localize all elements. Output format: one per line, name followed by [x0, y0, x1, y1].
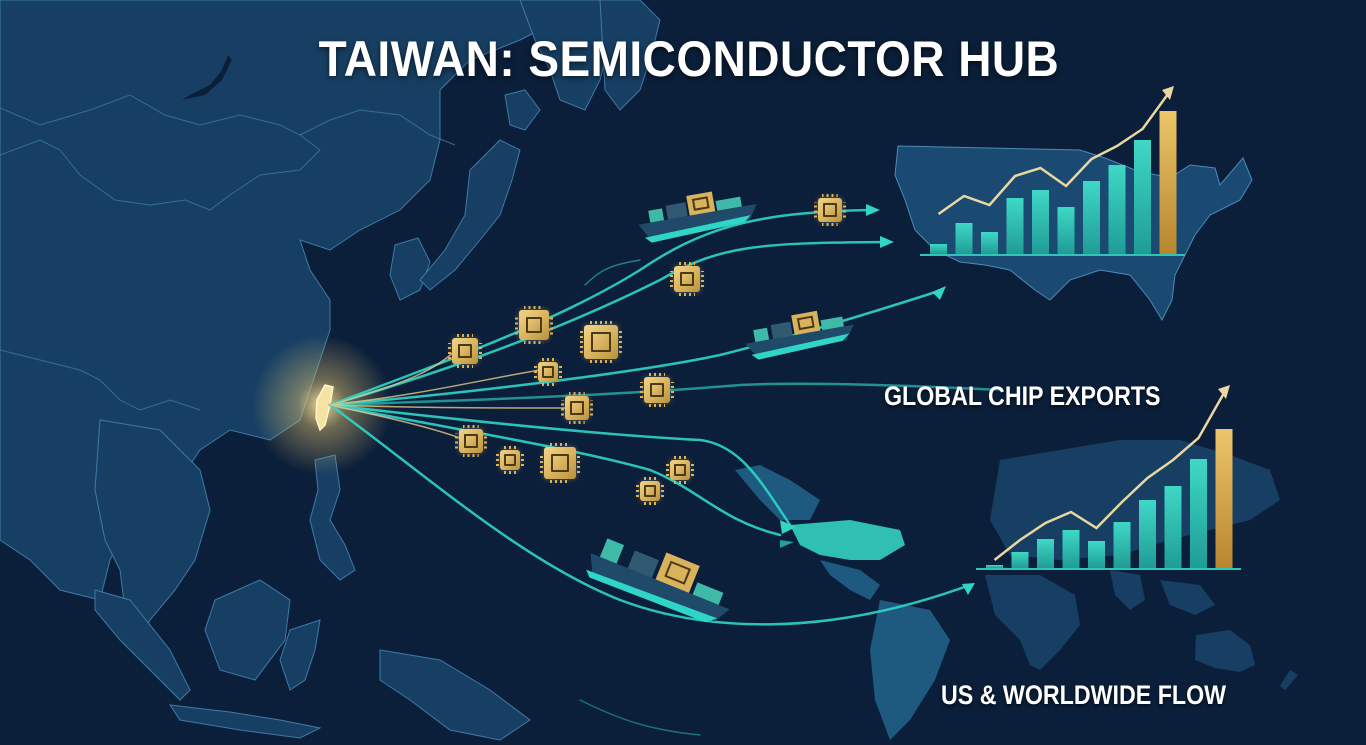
chart-bar [1006, 198, 1024, 254]
microchip-icon [580, 321, 622, 363]
border-lines [0, 94, 456, 411]
trend-arrow-icon [1162, 86, 1174, 100]
highlight-bar [1215, 429, 1233, 568]
arrow-head-icon [880, 236, 894, 248]
microchip-icon [515, 306, 553, 344]
chart-bar [986, 565, 1003, 568]
us-bar-chart [920, 86, 1185, 256]
microchip-icon [540, 443, 580, 483]
microchip-icon [496, 446, 524, 474]
arrow-head-icon [780, 540, 794, 548]
trend-line [937, 93, 1170, 216]
worldwide-flow-label: US & WORLDWIDE FLOW [941, 680, 1227, 710]
global-exports-bar-chart [976, 385, 1241, 570]
chart-bar [1139, 500, 1156, 568]
microchip-icon [448, 334, 482, 368]
microchip-icon [534, 358, 562, 386]
page-title: TAIWAN: SEMICONDUCTOR HUB [318, 31, 1060, 87]
lake-baikal [182, 55, 232, 100]
microchip-icon [455, 425, 487, 457]
cargo-ship-icon [586, 538, 730, 623]
chart-bar [1134, 140, 1151, 254]
arrow-head-icon [962, 583, 975, 595]
trend-arrow-icon [1218, 385, 1230, 399]
world-landmass [735, 440, 1298, 740]
global-chip-exports-label: GLOBAL CHIP EXPORTS [884, 381, 1161, 411]
chart-bar [1190, 459, 1207, 568]
chart-bar [1037, 539, 1054, 568]
shipping-routes [328, 208, 1002, 736]
arrow-head-icon [932, 286, 946, 300]
chart-bar [1011, 552, 1029, 568]
arrow-head-icon [780, 520, 796, 534]
cargo-ship-icon [745, 310, 854, 360]
microchip-icon [561, 392, 593, 424]
chart-bar [930, 244, 947, 254]
chart-bar [1057, 207, 1075, 254]
chart-bar [1088, 541, 1105, 568]
arrow-heads [780, 204, 975, 595]
microchip-icon [666, 456, 694, 484]
microchip-icon [636, 477, 664, 505]
chart-bar [1164, 486, 1182, 568]
chart-bar [1032, 190, 1049, 254]
microchip-icon [670, 262, 704, 296]
chart-bar [981, 232, 998, 254]
taiwan-island-icon [315, 384, 334, 432]
chart-bar [955, 223, 973, 254]
chart-bar [1113, 522, 1131, 568]
trend-line [993, 392, 1226, 561]
microchip-icon [640, 373, 674, 407]
highlight-bar [1159, 111, 1177, 254]
chart-bar [1062, 530, 1080, 568]
cargo-ship-icon [638, 191, 757, 243]
arrow-head-icon [866, 204, 880, 216]
microchip-icon [814, 194, 846, 226]
chart-bar [1083, 181, 1100, 254]
chart-bar [1108, 165, 1126, 254]
asia-landmass [0, 0, 661, 741]
